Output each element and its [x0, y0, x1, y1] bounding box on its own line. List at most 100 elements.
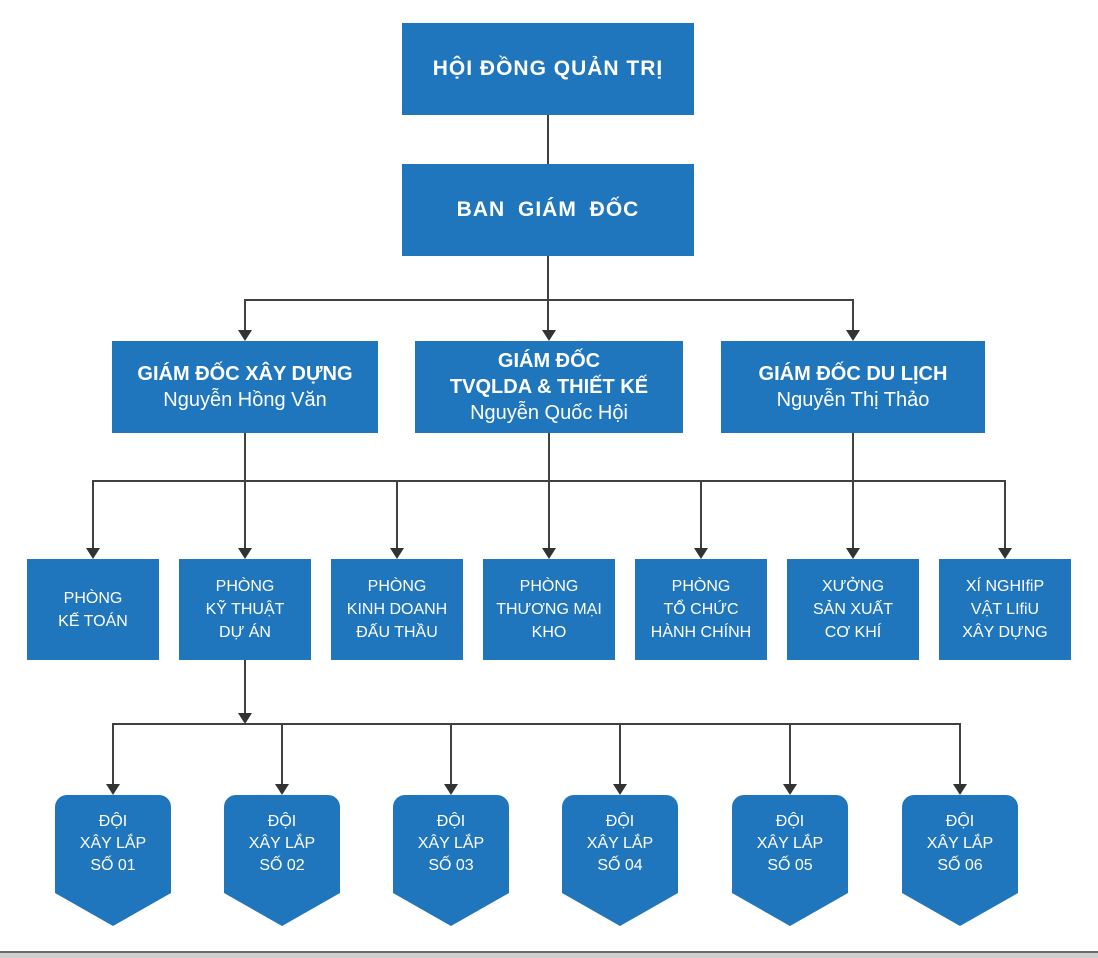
node-phong-ke-toan: PHÒNG KẾ TOÁN: [27, 559, 159, 660]
team-label-line: ĐỘI: [267, 813, 297, 830]
connector-drop-team3: [450, 723, 452, 784]
team-label-line: XÂY LẮP: [756, 835, 824, 852]
node-phong-kinh-doanh-dau-thau: PHÒNG KINH DOANH ĐẤU THẦU: [331, 559, 463, 660]
connector-root-board: [547, 115, 549, 164]
director-title: TVQLDA & THIẾT KẾ: [449, 376, 649, 398]
team-label-line: ĐỘI: [98, 813, 128, 830]
team-label-line: XÂY LẮP: [79, 835, 147, 852]
director-name: Nguyễn Quốc Hội: [470, 402, 628, 424]
team-label-line: SỐ 02: [259, 857, 305, 874]
dept-label-line: ĐẤU THẦU: [356, 624, 438, 641]
team-banner: ĐỘI XÂY LẮP SỐ 05: [732, 795, 848, 893]
node-doi-xay-lap-so-03: ĐỘI XÂY LẮP SỐ 03: [393, 795, 509, 926]
connector-drop-dept5: [700, 480, 702, 548]
team-banner: ĐỘI XÂY LẮP SỐ 01: [55, 795, 171, 893]
connector-drop-team1: [112, 723, 114, 784]
dept-label-line: CƠ KHÍ: [824, 624, 882, 641]
arrow-down-icon: [998, 548, 1012, 559]
node-label: BAN GIÁM ĐỐC: [456, 198, 640, 221]
team-label-line: SỐ 06: [937, 857, 983, 874]
team-label-line: ĐỘI: [775, 813, 805, 830]
banner-point: [393, 893, 509, 926]
node-giam-doc-tvqlda-thiet-ke: GIÁM ĐỐC TVQLDA & THIẾT KẾ Nguyễn Quốc H…: [415, 341, 683, 433]
arrow-down-icon: [238, 548, 252, 559]
dept-label-line: PHÒNG: [671, 578, 731, 595]
dept-label-line: THƯƠNG MẠI: [496, 601, 602, 618]
team-label-line: ĐỘI: [605, 813, 635, 830]
connector-director3-depts: [852, 433, 854, 548]
connector-drop-director3: [852, 299, 854, 330]
team-label-line: XÂY LẮP: [586, 835, 654, 852]
arrow-down-icon: [390, 548, 404, 559]
page-bottom-border: [0, 951, 1098, 953]
node-doi-xay-lap-so-05: ĐỘI XÂY LẮP SỐ 05: [732, 795, 848, 926]
director-name: Nguyễn Hồng Văn: [163, 389, 327, 411]
arrow-down-icon: [783, 784, 797, 795]
connector-dept2-teams: [244, 660, 246, 713]
banner-point: [562, 893, 678, 926]
banner-point: [55, 893, 171, 926]
team-banner: ĐỘI XÂY LẮP SỐ 03: [393, 795, 509, 893]
dept-label-line: TỔ CHỨC: [663, 601, 739, 618]
team-label-line: ĐỘI: [945, 813, 975, 830]
dept-label-line: XÍ NGHIfiP: [965, 578, 1045, 595]
page-bottom-strip: [0, 953, 1098, 958]
node-doi-xay-lap-so-06: ĐỘI XÂY LẮP SỐ 06: [902, 795, 1018, 926]
dept-label-line: PHÒNG: [367, 578, 427, 595]
node-giam-doc-xay-dung: GIÁM ĐỐC XÂY DỰNG Nguyễn Hồng Văn: [112, 341, 378, 433]
node-ban-giam-doc: BAN GIÁM ĐỐC: [402, 164, 694, 256]
connector-drop-dept7: [1004, 480, 1006, 548]
connector-drop-team4: [619, 723, 621, 784]
connector-director2-depts: [548, 433, 550, 548]
dept-label-line: KỸ THUẬT: [205, 601, 285, 618]
arrow-down-icon: [542, 548, 556, 559]
connector-drop-director1: [244, 299, 246, 330]
arrow-down-icon: [613, 784, 627, 795]
team-label-line: SỐ 04: [597, 857, 643, 874]
rail-teams: [112, 723, 961, 725]
rail-directors: [244, 299, 854, 301]
arrow-down-icon: [275, 784, 289, 795]
connector-drop-team6: [959, 723, 961, 784]
node-label: HỘI ĐỒNG QUẢN TRỊ: [432, 57, 664, 80]
node-xuong-san-xuat-co-khi: XƯỞNG SẢN XUẤT CƠ KHÍ: [787, 559, 919, 660]
connector-drop-dept1: [92, 480, 94, 548]
connector-drop-team2: [281, 723, 283, 784]
arrow-down-icon: [846, 330, 860, 341]
connector-director1-depts: [244, 433, 246, 548]
team-label-line: SỐ 03: [428, 857, 474, 874]
arrow-down-icon: [694, 548, 708, 559]
team-banner: ĐỘI XÂY LẮP SỐ 06: [902, 795, 1018, 893]
arrow-down-icon: [444, 784, 458, 795]
team-banner: ĐỘI XÂY LẮP SỐ 02: [224, 795, 340, 893]
connector-drop-team5: [789, 723, 791, 784]
node-doi-xay-lap-so-02: ĐỘI XÂY LẮP SỐ 02: [224, 795, 340, 926]
node-phong-ky-thuat-du-an: PHÒNG KỸ THUẬT DỰ ÁN: [179, 559, 311, 660]
connector-board-directors-mid: [547, 256, 549, 330]
arrow-down-icon: [846, 548, 860, 559]
node-doi-xay-lap-so-04: ĐỘI XÂY LẮP SỐ 04: [562, 795, 678, 926]
arrow-down-icon: [238, 713, 252, 724]
team-label-line: SỐ 01: [90, 857, 136, 874]
arrow-down-icon: [86, 548, 100, 559]
banner-point: [902, 893, 1018, 926]
node-xi-nghiep-vat-lieu-xay-dung: XÍ NGHIfiP VẬT LIfiU XÂY DỰNG: [939, 559, 1071, 660]
dept-label-line: KẾ TOÁN: [58, 612, 128, 630]
dept-label-line: XÂY DỰNG: [962, 624, 1048, 641]
dept-label-line: PHÒNG: [63, 589, 123, 607]
node-doi-xay-lap-so-01: ĐỘI XÂY LẮP SỐ 01: [55, 795, 171, 926]
arrow-down-icon: [106, 784, 120, 795]
team-label-line: SỐ 05: [767, 857, 813, 874]
banner-point: [732, 893, 848, 926]
node-hoi-dong-quan-tri: HỘI ĐỒNG QUẢN TRỊ: [402, 23, 694, 115]
director-name: Nguyễn Thị Thảo: [776, 389, 930, 411]
node-phong-to-chuc-hanh-chinh: PHÒNG TỔ CHỨC HÀNH CHÍNH: [635, 559, 767, 660]
node-giam-doc-du-lich: GIÁM ĐỐC DU LỊCH Nguyễn Thị Thảo: [721, 341, 985, 433]
dept-label-line: KINH DOANH: [346, 601, 448, 618]
dept-label-line: HÀNH CHÍNH: [650, 624, 752, 641]
team-label-line: ĐỘI: [436, 813, 466, 830]
team-label-line: XÂY LẮP: [926, 835, 994, 852]
team-banner: ĐỘI XÂY LẮP SỐ 04: [562, 795, 678, 893]
dept-label-line: XƯỞNG: [821, 578, 885, 595]
